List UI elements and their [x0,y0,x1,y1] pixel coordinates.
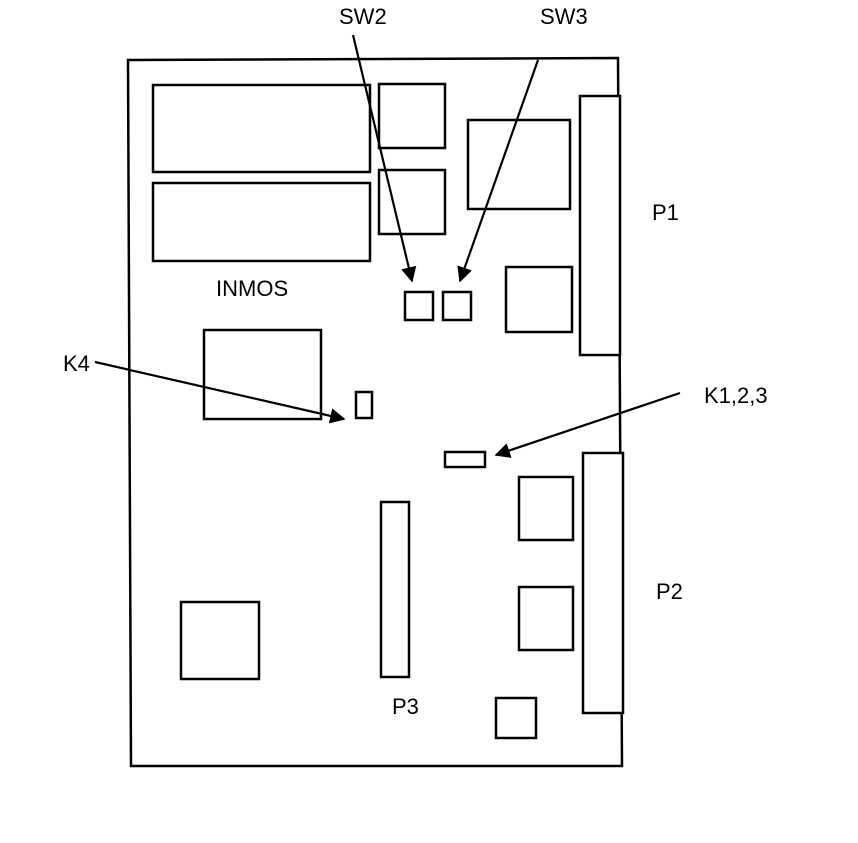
switch-sw2 [403,290,435,322]
chip-square-bottom [494,696,538,740]
chip-square-e [517,585,575,652]
sw3-leader-arrow [457,59,540,283]
label-k4: K4 [63,351,90,376]
memory-chip-upper [151,83,372,174]
connector-p3 [379,500,411,679]
chip-square-b [377,168,447,236]
chip-large-upper-right [466,118,572,211]
label-p2: P2 [656,579,683,604]
label-p3: P3 [392,694,419,719]
label-p1: P1 [652,200,679,225]
k123-leader-arrow [494,391,681,458]
k4-leader-arrow [94,360,346,424]
switch-sw3 [441,290,473,322]
label-sw2: SW2 [339,4,387,29]
jumper-k123 [443,450,487,469]
chip-square-bottom-left [179,600,261,681]
label-inmos: INMOS [216,276,288,301]
connector-p1 [578,94,622,357]
label-sw3: SW3 [540,4,588,29]
connector-p2 [581,451,625,715]
label-k123: K1,2,3 [704,383,768,408]
chip-square-d [517,475,575,542]
sw2-leader-arrow [351,34,417,283]
jumper-k4 [354,390,374,420]
memory-chip-lower [151,181,372,263]
chip-square-a [377,82,447,150]
inmos-chip [202,328,323,421]
chip-square-c [504,265,574,334]
